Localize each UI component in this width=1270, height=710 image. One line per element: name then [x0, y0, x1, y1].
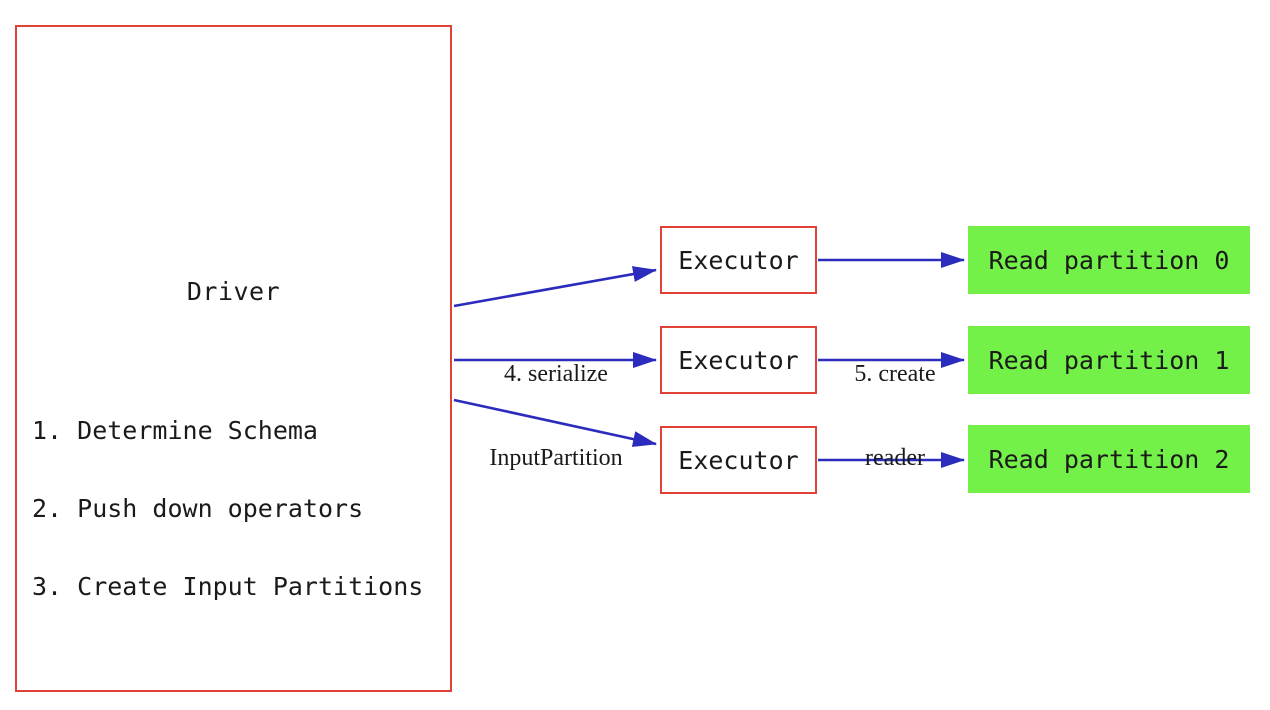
arrow-driver-to-executor-1: [453, 266, 657, 308]
driver-steps-list: 1. Determine Schema 2. Push down operato…: [32, 366, 423, 652]
read-partition-label-0: Read partition 0: [988, 245, 1230, 275]
edge-label-serialize-line1: 4. serialize: [504, 361, 608, 387]
driver-box: Driver 1. Determine Schema 2. Push down …: [15, 25, 452, 692]
executor-label-2: Executor: [678, 345, 799, 375]
driver-title: Driver: [186, 277, 281, 306]
read-partition-box-0: Read partition 0: [968, 226, 1250, 294]
executor-label-3: Executor: [678, 445, 799, 475]
read-partition-box-1: Read partition 1: [968, 326, 1250, 394]
edge-label-create-reader-line1: 5. create: [854, 361, 936, 387]
edge-label-serialize-line2: InputPartition: [489, 445, 623, 471]
executor-box-3: Executor: [660, 426, 817, 494]
read-partition-box-2: Read partition 2: [968, 425, 1250, 493]
executor-label-1: Executor: [678, 245, 799, 275]
edge-label-create-reader: 5. create reader: [795, 304, 995, 528]
driver-step-2: 2. Push down operators: [32, 494, 364, 523]
executor-box-1: Executor: [660, 226, 817, 294]
executor-box-2: Executor: [660, 326, 817, 394]
read-partition-label-2: Read partition 2: [988, 444, 1230, 474]
driver-step-3: 3. Create Input Partitions: [32, 572, 424, 601]
edge-label-serialize-inputpartition: 4. serialize InputPartition: [446, 304, 666, 528]
edge-label-create-reader-line2: reader: [865, 445, 925, 471]
read-partition-label-1: Read partition 1: [988, 345, 1230, 375]
driver-step-1: 1. Determine Schema: [32, 416, 318, 445]
